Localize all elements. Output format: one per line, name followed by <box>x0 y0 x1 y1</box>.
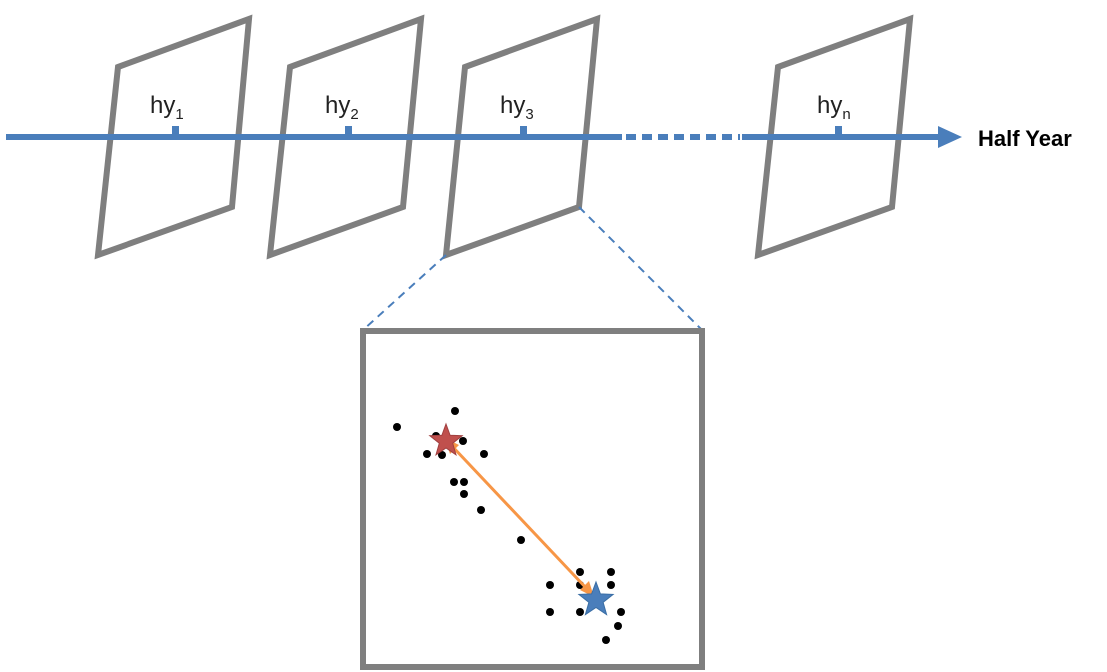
zoom-detail-box <box>360 328 705 670</box>
slice-frame-hy2 <box>266 14 425 260</box>
slice-frame-hyn <box>754 14 914 260</box>
slice-label-hy1: hy1 <box>150 92 184 123</box>
axis-label: Half Year <box>978 126 1072 151</box>
blue-star-icon <box>577 580 615 616</box>
red-star-icon <box>428 422 464 456</box>
point <box>607 581 615 589</box>
tick-hyn <box>835 126 842 136</box>
point <box>460 490 468 498</box>
movement-arrowhead <box>580 581 594 597</box>
movement-arrow <box>449 443 590 592</box>
slice-label-hyn: hyn <box>817 92 851 123</box>
point <box>459 437 467 445</box>
slice-ticks <box>172 126 842 136</box>
point <box>460 478 468 486</box>
point <box>477 506 485 514</box>
timeline-axis-arrowhead <box>938 126 962 148</box>
point <box>576 608 584 616</box>
point <box>607 568 615 576</box>
point <box>517 536 525 544</box>
point <box>438 451 446 459</box>
point <box>451 407 459 415</box>
point <box>423 450 431 458</box>
slice-label-hy2: hy2 <box>325 92 359 123</box>
tick-hy1 <box>172 126 179 136</box>
point <box>614 622 622 630</box>
zoom-connectors <box>362 206 703 331</box>
slice-frame-hy1 <box>94 14 253 260</box>
point <box>576 568 584 576</box>
point <box>617 608 625 616</box>
tick-hy3 <box>520 126 527 136</box>
slice-label-hy3: hy3 <box>500 92 534 123</box>
tick-hy2 <box>345 126 352 136</box>
point <box>546 581 554 589</box>
point <box>602 636 610 644</box>
point <box>393 423 401 431</box>
point <box>546 608 554 616</box>
scatter-points <box>393 407 625 644</box>
zoom-connector-left <box>362 254 447 331</box>
zoom-connector-right <box>578 206 703 331</box>
point <box>450 478 458 486</box>
point <box>480 450 488 458</box>
